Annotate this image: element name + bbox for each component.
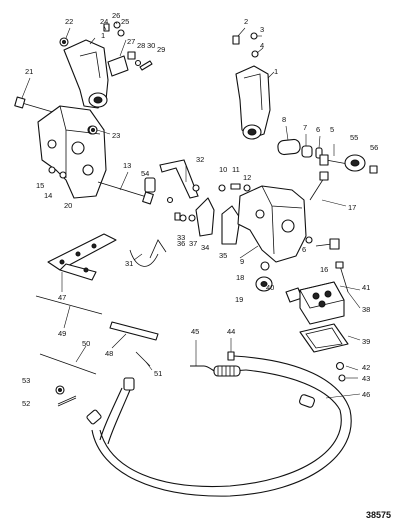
- callout-7: 7: [303, 123, 307, 132]
- callout-37: 37: [189, 239, 197, 248]
- callout-43: 43: [362, 374, 370, 383]
- bar-48: [109, 321, 159, 341]
- callout-46: 46: [362, 390, 370, 399]
- leader-lines: [21, 21, 361, 399]
- callout-14: 14: [44, 191, 52, 200]
- callout-6b: 6: [302, 245, 306, 254]
- plate-35: [221, 205, 241, 245]
- callout-22: 22: [65, 17, 73, 26]
- spacer-54: [144, 177, 156, 193]
- callout-41: 41: [362, 283, 370, 292]
- callout-51: 51: [154, 369, 162, 378]
- callout-23: 23: [112, 131, 120, 140]
- callout-10: 10: [219, 165, 227, 174]
- left-upper-bracket: [63, 39, 109, 109]
- callout-11: 11: [232, 165, 240, 174]
- callout-48: 48: [105, 349, 113, 358]
- reference-number: 38575: [366, 510, 391, 520]
- callout-15: 15: [36, 181, 44, 190]
- callout-1b: 1: [274, 67, 278, 76]
- callout-labels: 1 1 2 3 4 5 6 6 7 8 9 10 11 12 13 14 15 …: [22, 11, 378, 408]
- strap-47: [47, 233, 117, 281]
- callout-45: 45: [191, 327, 199, 336]
- upper-left-small-parts: [59, 21, 153, 77]
- gasket-39: [299, 323, 349, 353]
- mount-block-38: [299, 281, 345, 325]
- callout-32: 32: [196, 155, 204, 164]
- callout-42: 42: [362, 363, 370, 372]
- rod-50: [39, 353, 97, 375]
- callout-5: 5: [330, 125, 334, 134]
- callout-40: 40: [266, 283, 274, 292]
- shaft-13: [97, 181, 154, 205]
- callout-27: 27: [127, 37, 135, 46]
- callout-39: 39: [362, 337, 370, 346]
- callout-13: 13: [123, 161, 131, 170]
- callout-24: 24: [100, 17, 108, 26]
- callout-36: 36: [177, 239, 185, 248]
- main-right-bracket: [237, 185, 307, 263]
- callout-1: 1: [101, 31, 105, 40]
- callout-54: 54: [141, 169, 149, 178]
- callout-26: 26: [112, 11, 120, 20]
- callout-18: 18: [236, 273, 244, 282]
- callout-35: 35: [219, 251, 227, 260]
- callout-38: 38: [362, 305, 370, 314]
- callout-30: 30: [147, 41, 155, 50]
- callout-31: 31: [125, 259, 133, 268]
- cable-assembly: [86, 351, 352, 497]
- right-upper-bracket: [232, 32, 271, 140]
- callout-49: 49: [58, 329, 66, 338]
- callout-21: 21: [25, 67, 33, 76]
- callout-33: 33: [177, 233, 185, 242]
- callout-19: 19: [235, 295, 243, 304]
- callout-25: 25: [121, 17, 129, 26]
- pin-51: [135, 351, 151, 367]
- callout-52: 52: [22, 399, 30, 408]
- callout-6: 6: [316, 125, 320, 134]
- plate-34: [195, 197, 215, 237]
- callout-29: 29: [157, 45, 165, 54]
- main-left-bracket: [37, 105, 107, 199]
- callout-53: 53: [22, 376, 30, 385]
- callout-4: 4: [260, 41, 264, 50]
- callout-55: 55: [350, 133, 358, 142]
- callout-3: 3: [260, 25, 264, 34]
- callout-56: 56: [370, 143, 378, 152]
- callout-20: 20: [64, 201, 72, 210]
- callout-12: 12: [243, 173, 251, 182]
- callout-50: 50: [82, 339, 90, 348]
- rod-49: [35, 295, 103, 315]
- callout-9: 9: [240, 257, 244, 266]
- callout-44: 44: [227, 327, 235, 336]
- callout-16: 16: [320, 265, 328, 274]
- right-axle-parts: [277, 138, 378, 174]
- callout-8: 8: [282, 115, 286, 124]
- callout-17: 17: [348, 203, 356, 212]
- bolt-17: [309, 171, 329, 201]
- callout-28: 28: [137, 41, 145, 50]
- callout-47: 47: [58, 293, 66, 302]
- callout-34: 34: [201, 243, 209, 252]
- callout-2: 2: [244, 17, 248, 26]
